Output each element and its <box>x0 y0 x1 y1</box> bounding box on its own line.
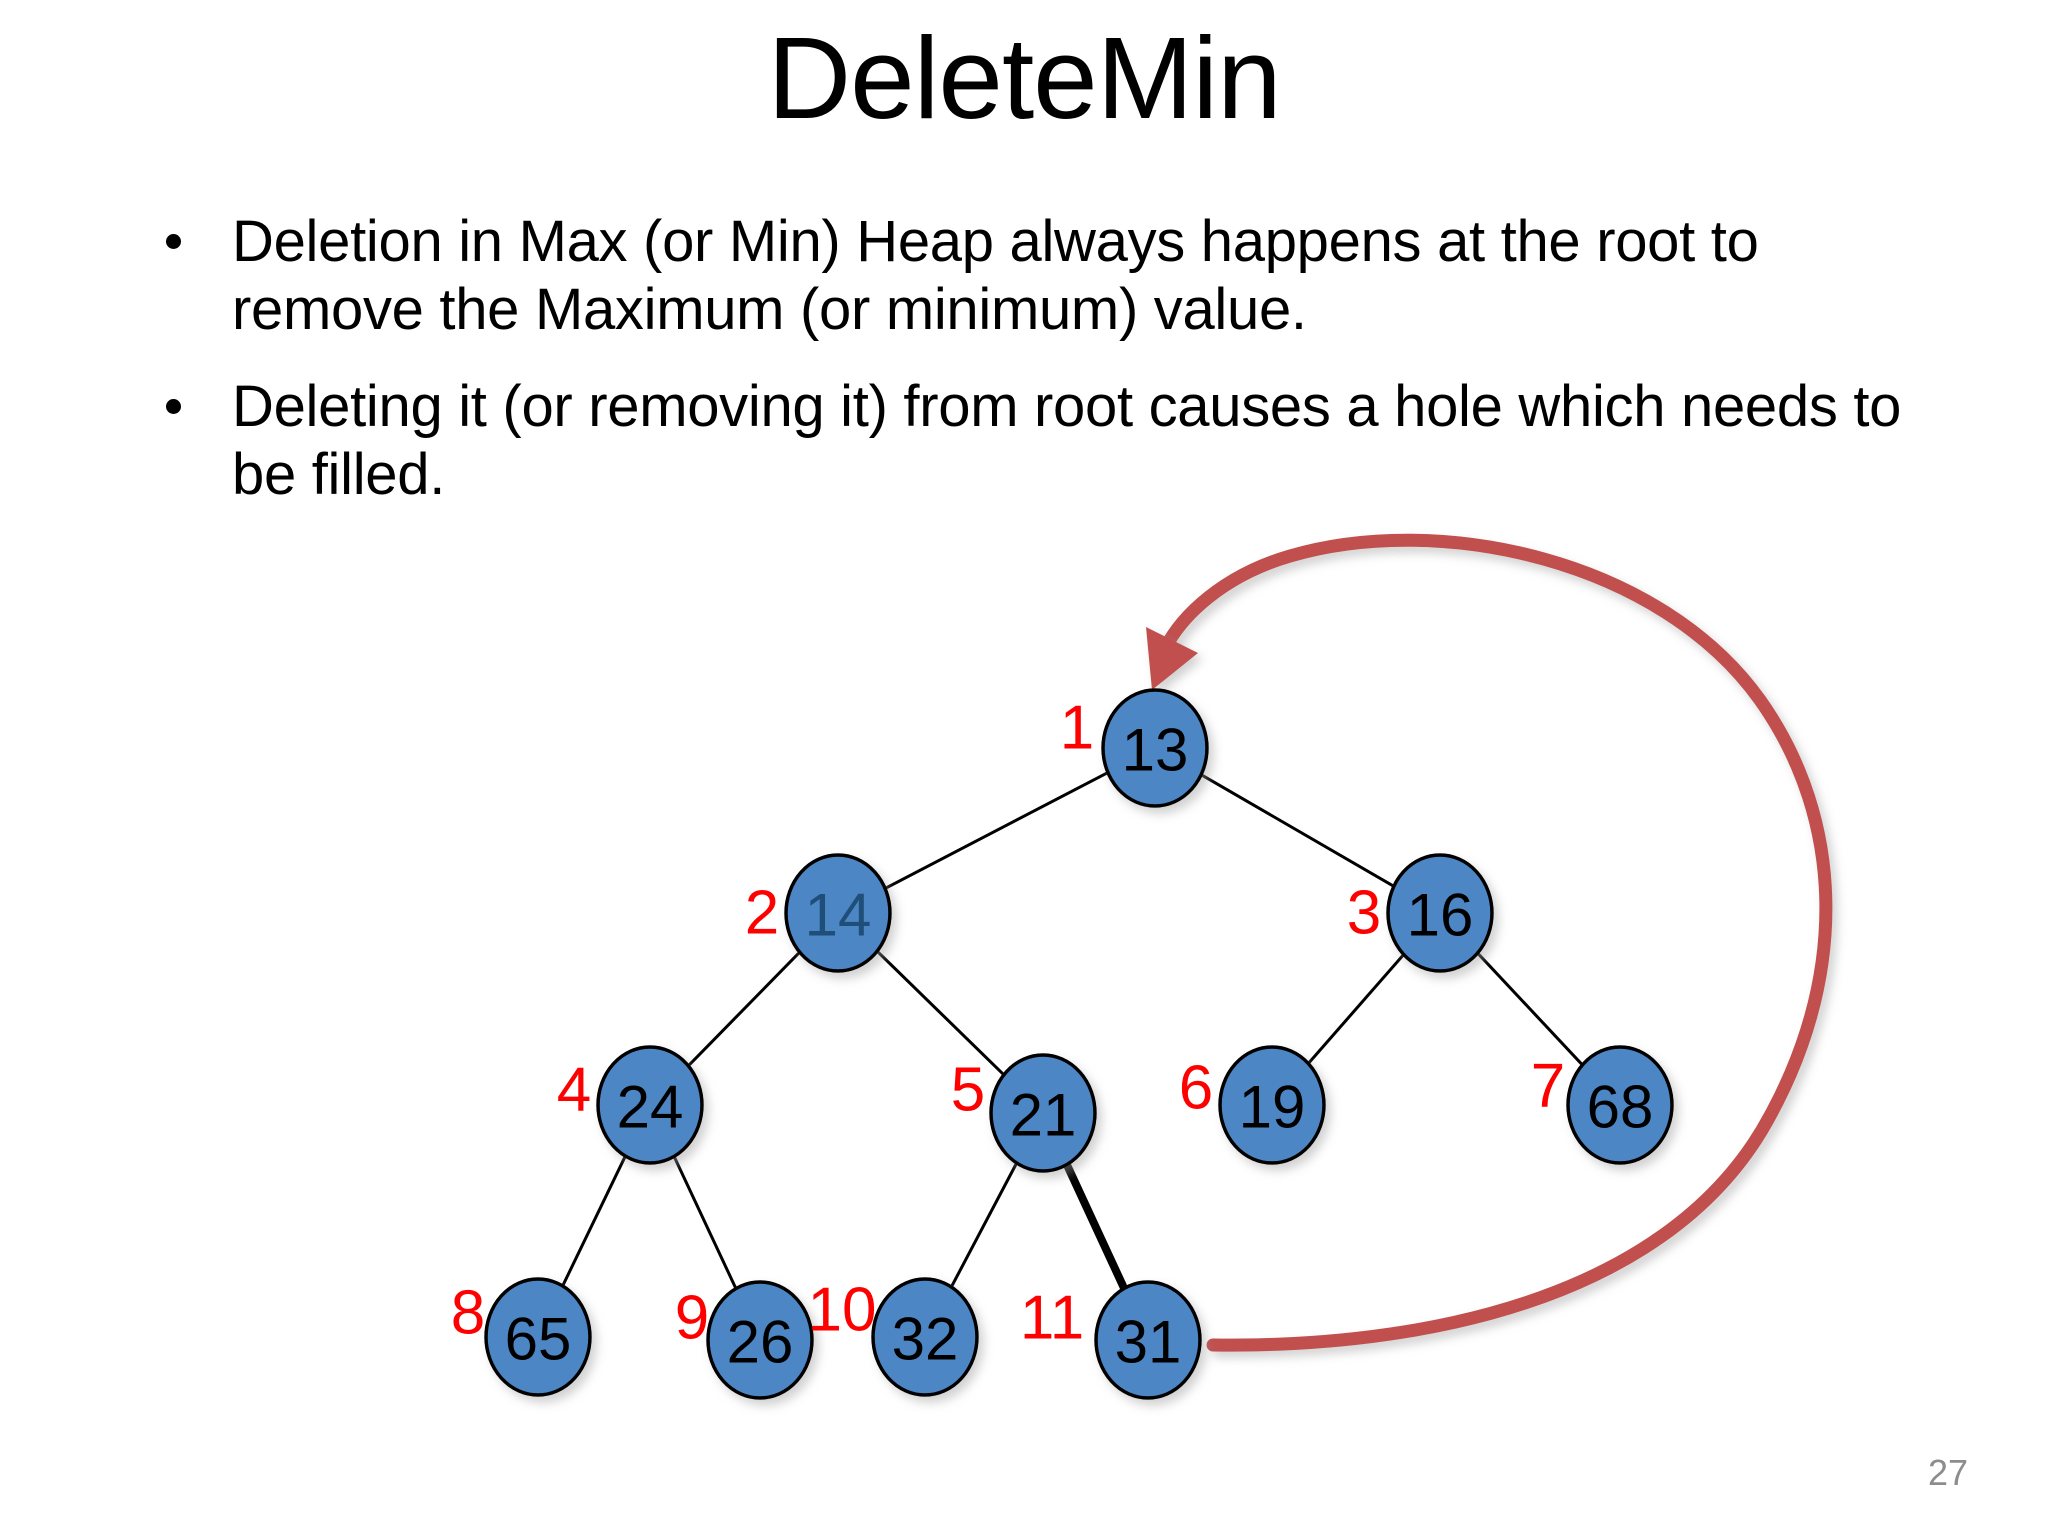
tree-node-index-10: 10 <box>808 1276 877 1345</box>
tree-node-14[interactable]: 14 <box>784 853 892 973</box>
bullet-dot-icon <box>166 234 181 249</box>
tree-node-value: 65 <box>505 1306 572 1373</box>
tree-node-index-8: 8 <box>451 1279 485 1348</box>
tree-node-index-5: 5 <box>951 1056 985 1125</box>
tree-node-value: 14 <box>805 882 872 949</box>
bullet-item-2: Deleting it (or removing it) from root c… <box>150 373 1910 510</box>
tree-edge-21-31 <box>1063 1162 1128 1291</box>
tree-node-circle <box>706 1280 814 1400</box>
tree-node-31[interactable]: 31 <box>1094 1280 1202 1400</box>
tree-node-index-1: 1 <box>1060 694 1094 763</box>
tree-node-index-6: 6 <box>1179 1054 1213 1123</box>
tree-node-19[interactable]: 19 <box>1218 1045 1326 1165</box>
bullet-list: Deletion in Max (or Min) Heap always hap… <box>150 208 1910 538</box>
bullet-item-1: Deletion in Max (or Min) Heap always hap… <box>150 208 1910 345</box>
tree-node-circle <box>484 1277 592 1397</box>
tree-node-index-9: 9 <box>675 1284 709 1353</box>
tree-edge-16-19 <box>1307 953 1405 1065</box>
tree-node-circle <box>1386 853 1494 973</box>
tree-node-index-2: 2 <box>745 879 779 948</box>
tree-node-24[interactable]: 24 <box>596 1045 704 1165</box>
tree-node-13[interactable]: 13 <box>1101 688 1209 808</box>
bullet-text-1: Deletion in Max (or Min) Heap always hap… <box>232 209 1759 343</box>
tree-node-16[interactable]: 16 <box>1386 853 1494 973</box>
tree-node-circle <box>784 853 892 973</box>
tree-node-circle <box>989 1053 1097 1173</box>
tree-index-layer: 1 2 3 4 5 6 7 8 9 10 11 <box>451 694 1565 1353</box>
tree-node-21[interactable]: 21 <box>989 1053 1097 1173</box>
tree-node-index-11: 11 <box>1020 1284 1084 1353</box>
tree-node-circle <box>1566 1045 1674 1165</box>
tree-node-circle <box>1101 688 1209 808</box>
bullet-text-2: Deleting it (or removing it) from root c… <box>232 373 1902 508</box>
tree-edge-14-21 <box>876 950 1005 1076</box>
tree-node-index-3: 3 <box>1347 879 1381 948</box>
tree-edge-layer <box>561 771 1584 1291</box>
tree-node-32[interactable]: 32 <box>871 1277 979 1397</box>
tree-node-value: 21 <box>1010 1082 1077 1149</box>
tree-edge-24-26 <box>672 1155 738 1290</box>
tree-node-circle <box>1218 1045 1326 1165</box>
tree-node-68[interactable]: 68 <box>1566 1045 1674 1165</box>
tree-node-value: 16 <box>1407 882 1474 949</box>
tree-node-value: 31 <box>1115 1309 1182 1376</box>
swap-arrow <box>1146 533 1833 1352</box>
tree-node-value: 68 <box>1587 1074 1654 1141</box>
tree-edge-14-24 <box>687 951 801 1067</box>
tree-node-index-4: 4 <box>557 1056 591 1125</box>
tree-node-circle <box>596 1045 704 1165</box>
tree-node-circle <box>871 1277 979 1397</box>
tree-node-26[interactable]: 26 <box>706 1280 814 1400</box>
bullet-dot-icon <box>166 398 181 414</box>
tree-node-value: 32 <box>892 1306 959 1373</box>
tree-edge-16-68 <box>1476 952 1584 1066</box>
page-title: DeleteMin <box>767 13 1281 143</box>
tree-node-65[interactable]: 65 <box>484 1277 592 1397</box>
tree-node-index-7: 7 <box>1531 1052 1565 1121</box>
page-number: 27 <box>1927 1452 1968 1493</box>
tree-edge-21-32 <box>950 1162 1018 1288</box>
tree-node-value: 26 <box>727 1309 794 1376</box>
tree-edge-13-14 <box>884 771 1109 890</box>
tree-node-value: 24 <box>617 1074 684 1141</box>
tree-node-circle <box>1094 1280 1202 1400</box>
tree-edge-13-16 <box>1200 773 1395 888</box>
tree-node-value: 13 <box>1122 717 1189 784</box>
tree-node-value: 19 <box>1239 1074 1306 1141</box>
tree-edge-24-65 <box>561 1155 627 1287</box>
